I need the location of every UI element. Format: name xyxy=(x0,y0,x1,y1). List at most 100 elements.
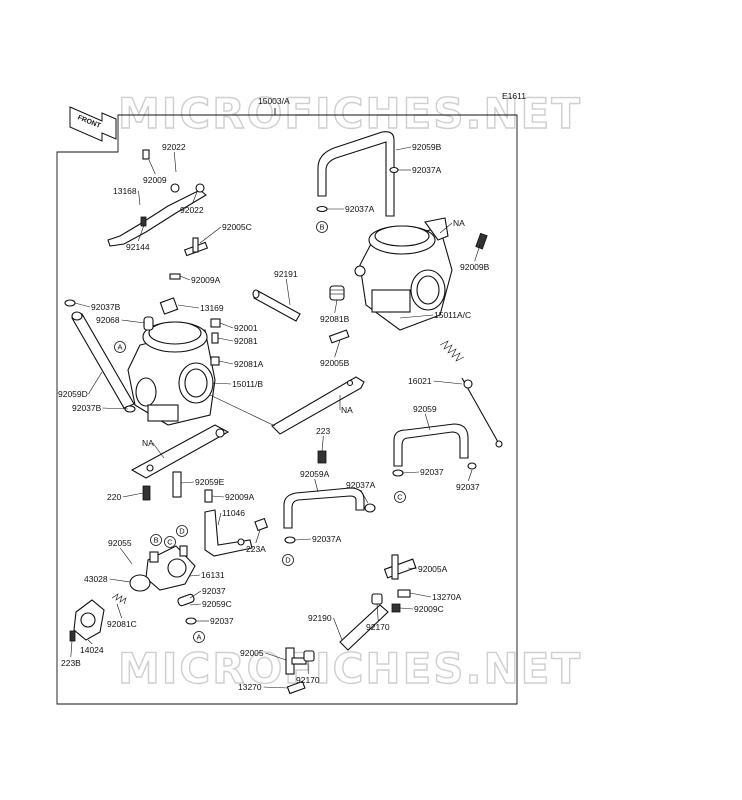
tube-92059b xyxy=(316,131,399,217)
leader-92059B xyxy=(395,146,412,151)
screw-92009a-mid xyxy=(204,489,213,503)
marker-circle-A_1 xyxy=(114,341,126,353)
part-label-92037_r2: 92037 xyxy=(456,482,480,492)
part-label-16131: 16131 xyxy=(201,570,225,580)
leader-15011B xyxy=(211,382,232,385)
leader-92081B xyxy=(334,299,338,314)
part-label-92001: 92001 xyxy=(234,323,258,333)
part-label-92059C: 92059C xyxy=(202,599,232,609)
bracket-11046 xyxy=(204,509,269,557)
leader-92001 xyxy=(219,322,234,329)
leader-92009C xyxy=(399,607,414,610)
leader-92037B_bot xyxy=(102,407,129,410)
leader-92068 xyxy=(121,319,146,324)
leader-223 xyxy=(321,435,324,452)
hose-92059c xyxy=(177,593,195,607)
part-label-92037B_top: 92037B xyxy=(91,302,121,312)
leader-92037B_top xyxy=(74,302,91,308)
marker-circle-C_1 xyxy=(394,491,406,503)
part-label-92190: 92190 xyxy=(308,613,332,623)
marker-A_1: A xyxy=(114,341,126,353)
leader-92037A_3 xyxy=(360,489,369,504)
marker-B_1: B xyxy=(316,221,328,233)
hose-92190 xyxy=(339,604,389,651)
part-label-92005B: 92005B xyxy=(320,358,350,368)
marker-circle-B_1 xyxy=(316,221,328,233)
leader-13270A xyxy=(409,592,432,598)
bracket-na-middle xyxy=(271,376,365,435)
part-label-92005C: 92005C xyxy=(222,222,252,232)
leader-92037_r1 xyxy=(401,471,420,474)
part-label-92009A_mid: 92009A xyxy=(225,492,255,502)
leader-92059A xyxy=(314,478,319,493)
leader-92059C xyxy=(189,603,202,606)
fitting-13270a xyxy=(397,589,411,598)
leader-13168 xyxy=(138,190,141,206)
marker-label-C_2: C xyxy=(167,538,173,547)
part-label-NA_2: NA xyxy=(341,405,353,415)
part-label-NA_3: NA xyxy=(142,438,154,448)
part-labels: 920229200913168920229214492005C92009A921… xyxy=(58,142,490,692)
part-label-11046: 11046 xyxy=(222,508,245,518)
leader-92005 xyxy=(265,652,287,661)
screw-223 xyxy=(317,450,327,464)
marker-label-D_2: D xyxy=(179,527,185,536)
leader-220 xyxy=(122,492,144,498)
fitting-92005c xyxy=(183,237,209,257)
leader-92037_r2 xyxy=(467,469,473,482)
cover-14024 xyxy=(69,599,105,642)
marker-label-B_2: B xyxy=(153,536,158,545)
part-label-92037B_bot: 92037B xyxy=(72,403,102,413)
carburetor-right-15011ac xyxy=(354,217,453,331)
part-label-92037A_2: 92037A xyxy=(345,204,375,214)
leader-92081 xyxy=(217,337,234,342)
part-label-223A: 223A xyxy=(246,544,266,554)
watermark-top: MICROFICHES.NET xyxy=(118,89,582,138)
marker-circle-C_2 xyxy=(164,536,176,548)
marker-circle-D_2 xyxy=(176,525,188,537)
part-label-92037A_4: 92037A xyxy=(312,534,342,544)
part-label-92081A: 92081A xyxy=(234,359,264,369)
spring-92081b xyxy=(329,285,345,301)
fitting-13270 xyxy=(286,680,306,695)
leader-92005C xyxy=(199,226,222,244)
leader-223A xyxy=(255,529,261,544)
part-label-223B: 223B xyxy=(61,658,81,668)
fitting-92005b xyxy=(328,329,350,344)
marker-circle-D_1 xyxy=(282,554,294,566)
leader-92190 xyxy=(333,617,343,641)
front-arrow-icon: FRONT xyxy=(69,106,117,142)
part-label-92059D: 92059D xyxy=(58,389,88,399)
part-label-16021: 16021 xyxy=(408,376,432,386)
leader-92022_a xyxy=(173,151,177,173)
part-label-92037_l2: 92037 xyxy=(210,616,234,626)
screw-92009c xyxy=(391,603,401,613)
part-label-92005: 92005 xyxy=(240,648,264,658)
part-label-92081: 92081 xyxy=(234,336,258,346)
leader-223B xyxy=(70,640,73,658)
part-label-92037A_3: 92037A xyxy=(346,480,376,490)
leader-13169 xyxy=(177,304,200,309)
leader-lines xyxy=(70,146,481,689)
part-label-13169: 13169 xyxy=(200,303,224,313)
marker-D_1: D xyxy=(282,554,294,566)
tube-92191 xyxy=(252,289,301,322)
screw-220 xyxy=(142,485,151,501)
leader-92009A_top xyxy=(179,275,191,281)
bracket-13168 xyxy=(107,149,207,247)
part-label-220: 220 xyxy=(107,492,121,502)
leader-92081A xyxy=(218,360,234,365)
clamp-92170-left xyxy=(303,650,315,662)
part-label-92170_b: 92170 xyxy=(296,675,320,685)
part-label-92009: 92009 xyxy=(143,175,167,185)
marker-C_2: C xyxy=(164,536,176,548)
part-label-92191: 92191 xyxy=(274,269,298,279)
leader-carb-bracket xyxy=(209,394,276,427)
leader-92191 xyxy=(285,278,291,306)
part-label-92068: 92068 xyxy=(96,315,120,325)
screw-92009b xyxy=(475,232,488,250)
part-label-14024: 14024 xyxy=(80,645,104,655)
leader-NA_3 xyxy=(152,442,165,459)
